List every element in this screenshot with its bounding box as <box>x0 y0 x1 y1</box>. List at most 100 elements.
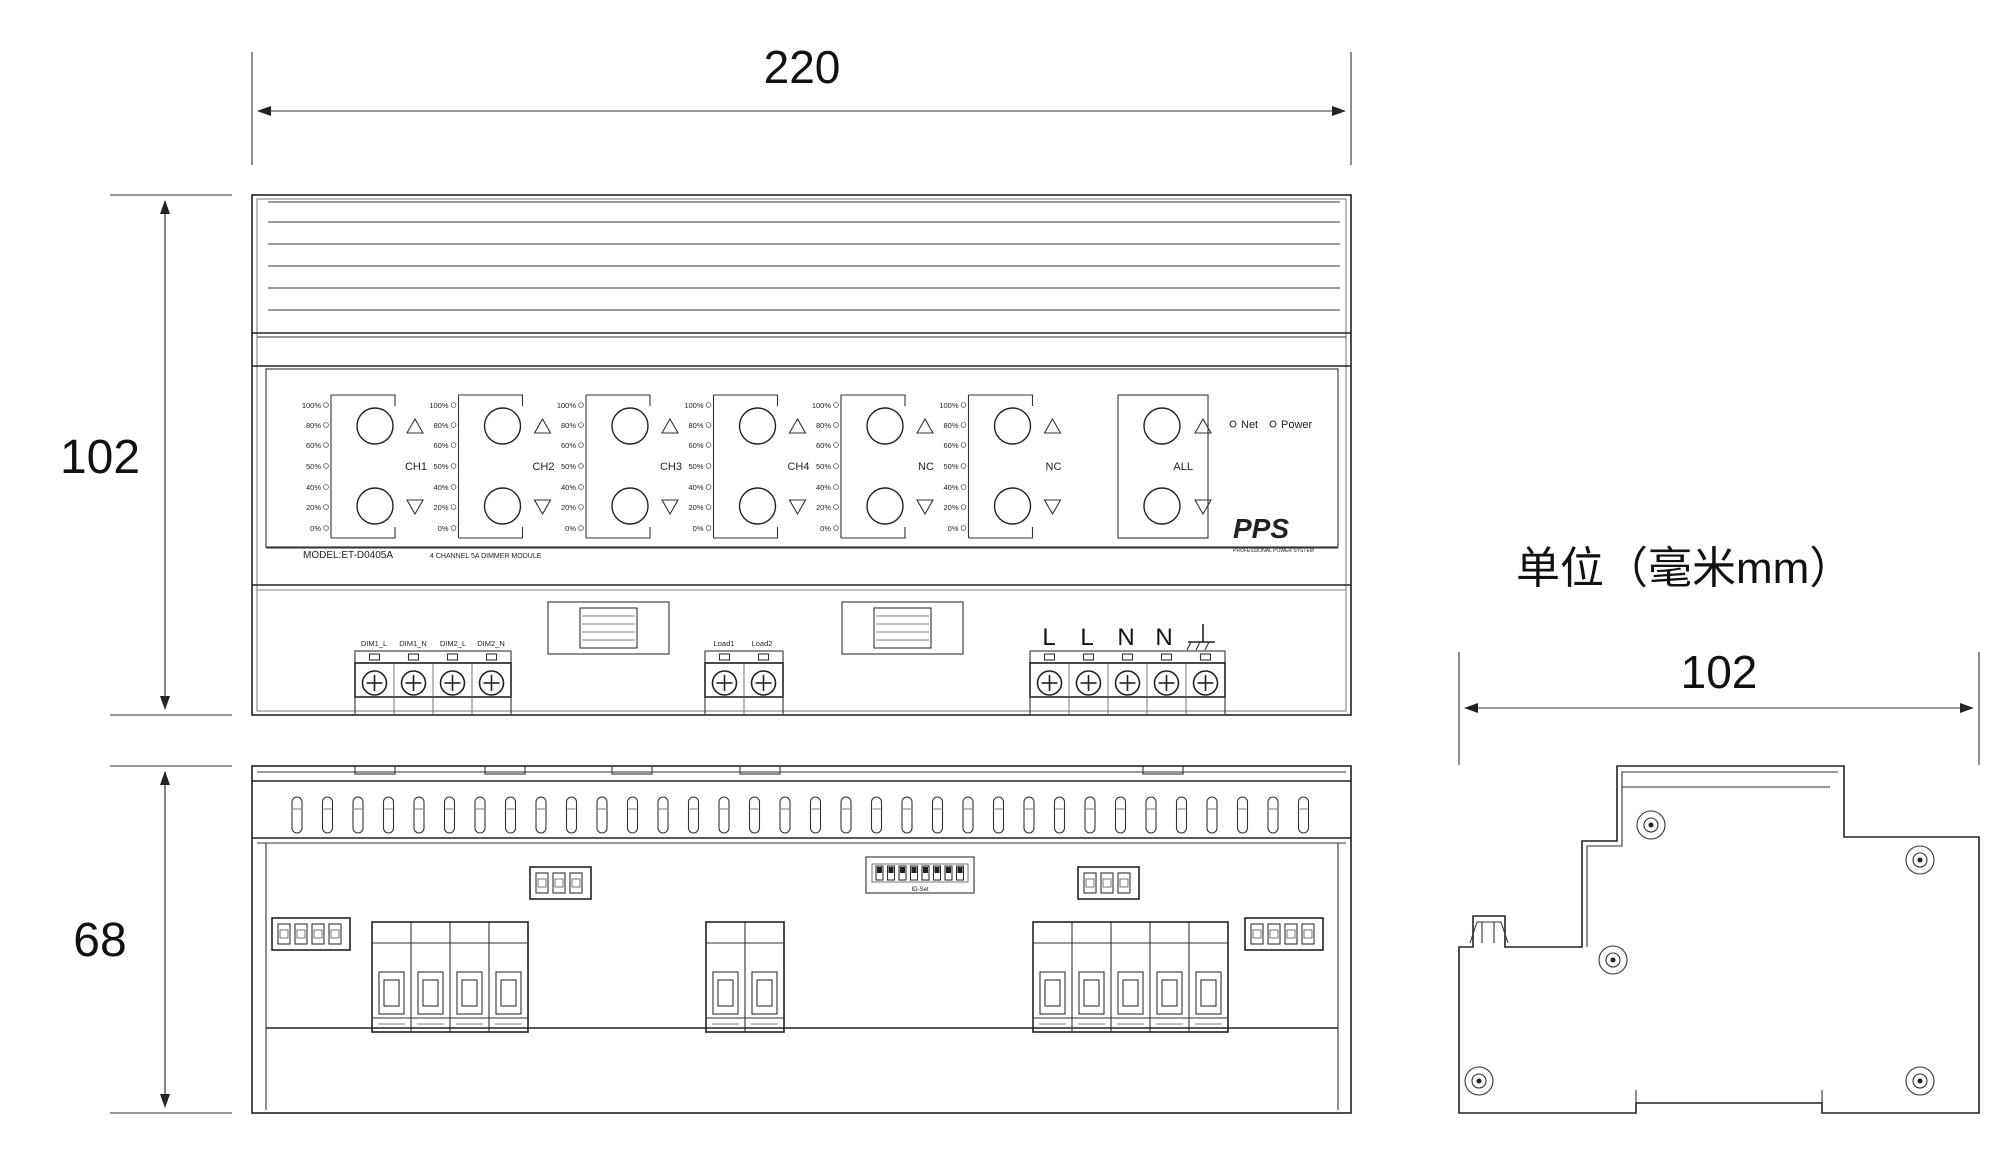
vent-slot <box>474 796 486 834</box>
vent-slot <box>931 796 944 834</box>
dip-key[interactable] <box>886 865 896 881</box>
channel-block: 100%80%60%50%40%20%0%NC <box>812 394 934 539</box>
level-label: 100% <box>812 401 832 410</box>
header-pin <box>294 923 308 945</box>
channel-down-button[interactable] <box>483 487 522 525</box>
vent-slot <box>870 796 883 834</box>
dip-key[interactable] <box>944 865 953 881</box>
terminal-screw-icon[interactable] <box>711 670 738 696</box>
terminal-screw-icon[interactable] <box>1075 670 1102 696</box>
dimension-width: 220 <box>251 41 1352 165</box>
down-arrow-icon <box>1043 499 1062 516</box>
level-label: 0% <box>693 524 704 533</box>
dip-switch-label: ID-Set <box>911 887 928 893</box>
terminal-slot <box>1121 653 1134 661</box>
header-pin-hole <box>1286 929 1296 939</box>
header-pin <box>1117 872 1131 894</box>
dip-key[interactable] <box>921 865 930 881</box>
level-label: 80% <box>306 421 321 430</box>
up-arrow-icon <box>916 417 934 434</box>
header-pin <box>569 872 583 894</box>
terminal-screw-icon[interactable] <box>439 670 466 696</box>
level-label: 40% <box>943 483 958 492</box>
header-pin-hole <box>279 929 289 939</box>
level-label: 50% <box>943 462 958 471</box>
channel-down-button[interactable] <box>738 487 777 525</box>
dip-key[interactable] <box>909 865 919 881</box>
vent-slot <box>1175 796 1188 834</box>
dip-key[interactable] <box>932 865 942 881</box>
channel-up-button[interactable] <box>483 407 522 445</box>
terminal-screw-icon[interactable] <box>1036 670 1063 696</box>
level-led <box>960 402 967 408</box>
wire-entry <box>495 971 522 1015</box>
power-indicator <box>1269 420 1277 428</box>
vent-slot <box>565 796 578 834</box>
channel-up-button[interactable] <box>611 407 649 445</box>
channel-up-button[interactable] <box>866 407 904 445</box>
level-label: 0% <box>438 524 449 533</box>
terminal-label-load2: Load2 <box>752 639 773 648</box>
level-led <box>960 463 967 469</box>
all-up-button[interactable] <box>1143 407 1181 445</box>
terminal-screw-icon[interactable] <box>1192 670 1219 696</box>
level-label: 80% <box>688 421 703 430</box>
dip-key-knob <box>888 867 894 873</box>
terminal-screw-icon[interactable] <box>478 670 505 696</box>
dip-key[interactable] <box>875 865 884 881</box>
model-label: MODEL:ET-D0405A <box>303 550 393 561</box>
channel-down-button[interactable] <box>866 487 904 525</box>
down-arrow-icon <box>533 499 552 516</box>
dip-switch[interactable]: ID-Set <box>865 856 975 894</box>
level-label: 60% <box>688 441 703 450</box>
terminal-label-l2: L <box>1080 624 1093 651</box>
level-label: 20% <box>688 503 703 512</box>
terminal-label-dim1-n: DIM1_N <box>399 639 427 648</box>
dimension-height-bottom-label: 68 <box>73 914 126 967</box>
channel-label: NC <box>1046 461 1062 473</box>
vent-slot <box>1206 796 1218 834</box>
terminal-screw-icon[interactable] <box>400 670 427 696</box>
channel-down-button[interactable] <box>356 487 394 525</box>
bracket-top <box>841 394 906 406</box>
terminal-label-dim2-l: DIM2_L <box>440 639 466 648</box>
header-pin-hole <box>1102 878 1112 888</box>
dimension-height-front: 102 <box>60 194 232 716</box>
all-label: ALL <box>1173 461 1193 473</box>
wire-entry <box>378 971 405 1015</box>
level-led <box>960 525 967 531</box>
model-description: 4 CHANNEL 5A DIMMER MODULE <box>430 553 542 560</box>
bracket-bottom <box>713 527 779 539</box>
dip-key[interactable] <box>955 865 965 881</box>
level-label: 40% <box>816 483 831 492</box>
level-led <box>705 484 712 490</box>
terminal-screw-icon[interactable] <box>750 670 777 696</box>
wire-entry <box>456 971 483 1015</box>
terminal-screw-icon[interactable] <box>361 670 388 696</box>
level-led <box>578 504 584 510</box>
wire-entry <box>1078 971 1105 1015</box>
all-down-button[interactable] <box>1143 487 1181 525</box>
wire-entry-inner <box>1161 979 1178 1007</box>
channel-up-button[interactable] <box>993 407 1032 445</box>
terminal-screw-icon[interactable] <box>1153 670 1180 696</box>
channel-up-button[interactable] <box>356 407 394 445</box>
level-label: 20% <box>433 503 448 512</box>
header-pin-hole <box>554 878 564 888</box>
channel-up-button[interactable] <box>738 407 777 445</box>
level-led <box>833 484 839 490</box>
dip-key-knob <box>923 867 928 873</box>
channel-down-button[interactable] <box>993 487 1032 525</box>
dip-key[interactable] <box>898 865 907 881</box>
bracket-bottom <box>458 527 524 539</box>
wire-entry-inner <box>756 979 773 1007</box>
channel-down-button[interactable] <box>611 487 649 525</box>
level-label: 40% <box>561 483 576 492</box>
header-pin <box>1301 923 1315 945</box>
up-arrow-icon <box>406 417 424 434</box>
level-label: 80% <box>943 421 958 430</box>
vent-slot <box>1145 796 1157 834</box>
header-pin-hole <box>1119 878 1129 888</box>
channel-label: CH4 <box>787 461 809 473</box>
terminal-screw-icon[interactable] <box>1114 670 1141 696</box>
